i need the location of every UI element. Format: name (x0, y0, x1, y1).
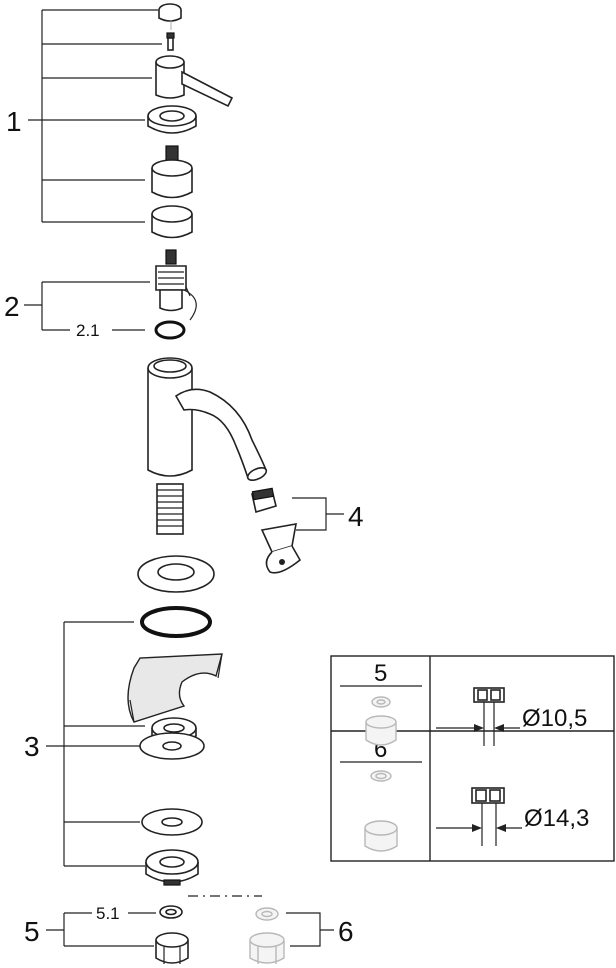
aerator-part (251, 487, 277, 514)
callout-2-bracket (24, 281, 150, 331)
table-row-6-ring-icon (370, 770, 392, 782)
faucet-body-part (147, 357, 268, 535)
flat-washer-2-part (141, 808, 203, 836)
o-ring-2-1-part (154, 320, 186, 340)
callout-1-bracket (28, 9, 162, 223)
aerator-key-part (260, 523, 302, 574)
callout-5-1-label: 5.1 (96, 904, 120, 923)
callout-2-label: 2 (4, 291, 20, 322)
table-row-5-nut-icon (365, 715, 397, 746)
callout-2-1-label: 2.1 (76, 321, 100, 340)
pipe-diameter-5-icon (436, 687, 520, 746)
callout-4-label: 4 (348, 501, 364, 532)
callout-5-label: 5 (24, 916, 40, 947)
table-row-5-ring-icon (371, 696, 391, 708)
callout-4-bracket (292, 497, 344, 531)
gasket-ring-part (140, 606, 212, 638)
cap-part (158, 3, 182, 22)
lever-handle-part (155, 55, 234, 108)
cartridge-part (155, 249, 197, 321)
base-washer-part (137, 555, 215, 593)
callout-1-label: 1 (6, 106, 22, 137)
compression-nut-5-part (155, 932, 189, 964)
flat-washer-1-part (139, 732, 205, 760)
sink-cutaway (127, 653, 223, 723)
callout-3-label: 3 (24, 731, 40, 762)
spindle-adapter-part (151, 145, 193, 199)
callout-5-bracket (46, 912, 156, 947)
table-row-6-diameter: Ø14,3 (524, 805, 589, 832)
rosette-ring-part (147, 105, 197, 134)
callout-6-bracket (286, 912, 334, 947)
pipe-diameter-6-icon (436, 787, 522, 846)
screw-part (166, 32, 175, 51)
compression-ring-6-part (255, 907, 279, 921)
table-row-5-label: 5 (374, 660, 387, 687)
mounting-nut-part (145, 849, 199, 886)
sleeve-part (151, 205, 193, 239)
callout-6-label: 6 (338, 916, 354, 947)
callout-3-bracket (46, 621, 145, 867)
compression-nut-6-part (249, 932, 285, 964)
compression-ring-5-1-part (159, 905, 183, 919)
table-row-5-diameter: Ø10,5 (522, 705, 587, 732)
table-row-6-nut-icon (364, 820, 398, 852)
